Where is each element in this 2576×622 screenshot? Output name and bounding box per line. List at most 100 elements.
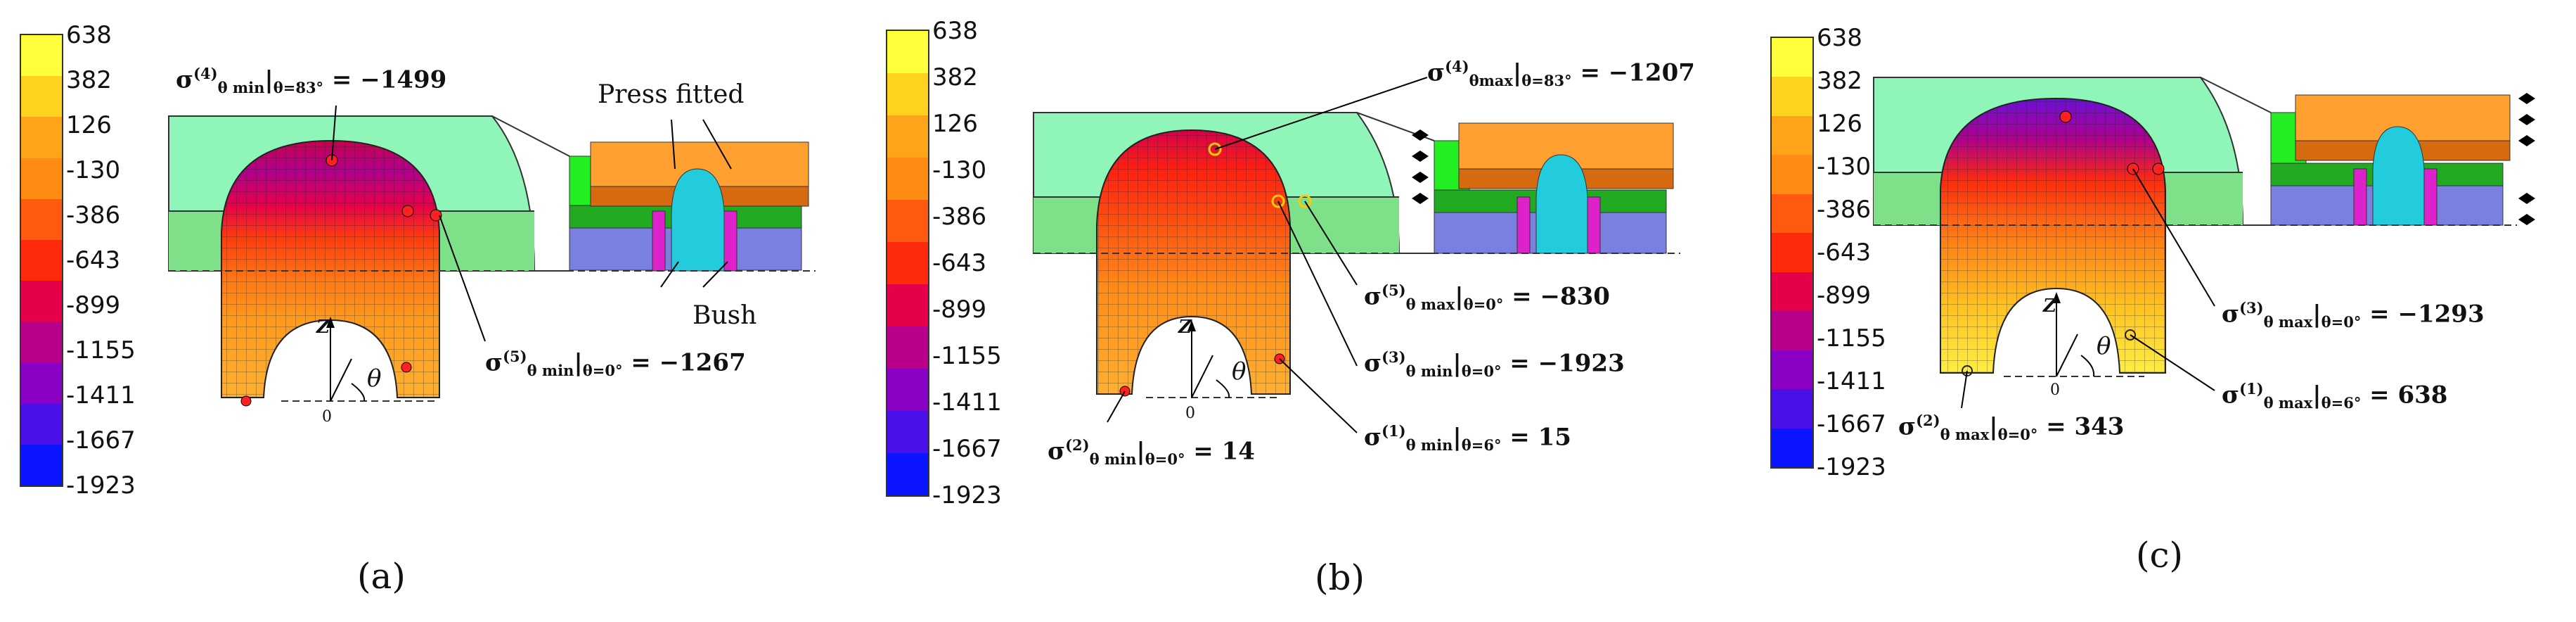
label-b-4: σ(1)θ min|θ=6° = 15 <box>1364 422 1571 455</box>
axis-z-a: Z <box>316 317 330 338</box>
colorbar-tick: -1667 <box>66 426 136 455</box>
colorbar-tick: 638 <box>932 17 978 45</box>
colorbar-tick: -643 <box>932 249 987 277</box>
colorbar-b <box>886 30 929 497</box>
colorbar-tick: -643 <box>1817 239 1872 267</box>
load-arrows-b <box>1412 129 1429 204</box>
colorbar-segment <box>887 73 928 115</box>
colorbar-segment <box>1772 389 1812 429</box>
origin-a: 0 <box>322 408 332 426</box>
label-b-1: σ(5)θ max|θ=0° = −830 <box>1364 281 1610 314</box>
colorbar-tick: 382 <box>66 66 112 94</box>
colorbar-tick: -1667 <box>932 435 1002 463</box>
axis-theta-a: θ <box>367 364 382 393</box>
colorbar-tick: 126 <box>66 111 112 139</box>
colorbar-segment <box>21 76 62 118</box>
colorbar-tick: -1155 <box>1817 324 1886 353</box>
label-a-1: σ(5)θ min|θ=0° = −1267 <box>485 348 746 380</box>
axis-z-c: Z <box>2043 296 2056 317</box>
colorbar-tick: -1411 <box>66 381 136 410</box>
colorbar-segment <box>1772 77 1812 116</box>
colorbar-segment <box>1772 193 1812 234</box>
colorbar-tick: -386 <box>66 201 121 229</box>
colorbar-tick: 382 <box>932 63 978 91</box>
colorbar-segment <box>1772 350 1812 390</box>
colorbar-segment <box>21 403 62 445</box>
colorbar-tick: 126 <box>1817 110 1862 138</box>
colorbar-tick: -1411 <box>1817 367 1886 395</box>
colorbar-segment <box>887 115 928 158</box>
colorbar-a <box>20 34 63 487</box>
label-b-2: σ(3)θ min|θ=0° = −1923 <box>1364 348 1625 381</box>
model-a <box>168 105 816 407</box>
colorbar-tick: 126 <box>932 110 978 138</box>
load-arrows-c <box>2518 93 2535 225</box>
colorbar-tick: -130 <box>66 156 121 184</box>
colorbar-segment <box>21 198 62 240</box>
colorbar-segment <box>887 326 928 369</box>
colorbar-segment <box>21 281 62 322</box>
colorbar-tick: -1155 <box>932 342 1002 370</box>
colorbar-segment <box>1772 115 1812 156</box>
colorbar-tick: -1667 <box>1817 410 1886 438</box>
colorbar-tick: -1923 <box>66 471 136 500</box>
colorbar-segment <box>1772 38 1812 77</box>
colorbar-tick: -130 <box>932 156 987 184</box>
colorbar-tick: -1155 <box>66 336 136 364</box>
colorbar-segment <box>887 200 928 242</box>
colorbar-segment <box>21 35 62 77</box>
caption-c: (c) <box>2136 535 2184 576</box>
axis-theta-c: θ <box>2097 332 2111 360</box>
colorbar-segment <box>887 242 928 284</box>
colorbar-segment <box>21 362 62 404</box>
label-c-1: σ(2)θ max|θ=0° = 343 <box>1898 412 2125 444</box>
colorbar-tick: -1923 <box>932 481 1002 509</box>
axis-theta-b: θ <box>1232 357 1247 386</box>
colorbar-tick: -130 <box>1817 153 1872 181</box>
colorbar-tick: -643 <box>66 246 121 274</box>
caption-a: (a) <box>357 556 406 597</box>
colorbar-tick: -1411 <box>932 388 1002 417</box>
colorbar-segment <box>21 444 62 485</box>
colorbar-tick: -899 <box>932 296 987 324</box>
label-a-0: σ(4)θ min|θ=83° = −1499 <box>176 65 447 97</box>
colorbar-segment <box>21 117 62 158</box>
colorbar-segment <box>887 158 928 200</box>
colorbar-segment <box>887 369 928 411</box>
label-c-0: σ(3)θ max|θ=0° = −1293 <box>2222 299 2485 331</box>
colorbar-segment <box>887 411 928 453</box>
colorbar-segment <box>887 453 928 495</box>
label-c-2: σ(1)θ max|θ=6° = 638 <box>2222 380 2448 412</box>
colorbar-segment <box>1772 428 1812 467</box>
colorbar-segment <box>1772 311 1812 350</box>
panel-a: 638 382 126 -130 -386 -643 -899 -1155 -1411 -1667… <box>0 0 858 622</box>
label-b-3: σ(2)θ min|θ=0° = 14 <box>1048 436 1255 469</box>
press-fitted-label: Press fitted <box>598 80 745 109</box>
colorbar-segment <box>1772 155 1812 194</box>
colorbar-tick: -899 <box>66 291 121 319</box>
origin-b: 0 <box>1185 405 1195 422</box>
colorbar-tick: 638 <box>66 21 112 49</box>
model-b <box>1033 77 1680 433</box>
label-b-0: σ(4)θmax|θ=83° = −1207 <box>1427 58 1695 90</box>
colorbar-tick: -899 <box>1817 281 1872 310</box>
caption-b: (b) <box>1315 557 1365 598</box>
colorbar-tick: -1923 <box>1817 453 1886 481</box>
colorbar-segment <box>887 31 928 73</box>
colorbar-segment <box>21 158 62 199</box>
colorbar-c <box>1770 37 1814 469</box>
colorbar-tick: -386 <box>1817 196 1872 224</box>
model-c <box>1873 77 2535 409</box>
colorbar-segment <box>21 239 62 281</box>
colorbar-tick: 638 <box>1817 24 1862 52</box>
panel-c: 638 382 126 -130 -386 -643 -899 -1155 -1411 -1667… <box>1751 0 2576 622</box>
origin-c: 0 <box>2050 381 2060 399</box>
bush-label: Bush <box>693 301 757 330</box>
colorbar-segment <box>887 284 928 326</box>
colorbar-tick: 382 <box>1817 67 1862 95</box>
colorbar-segment <box>1772 272 1812 312</box>
colorbar-segment <box>21 322 62 363</box>
colorbar-segment <box>1772 233 1812 272</box>
axis-z-b: Z <box>1178 317 1192 338</box>
